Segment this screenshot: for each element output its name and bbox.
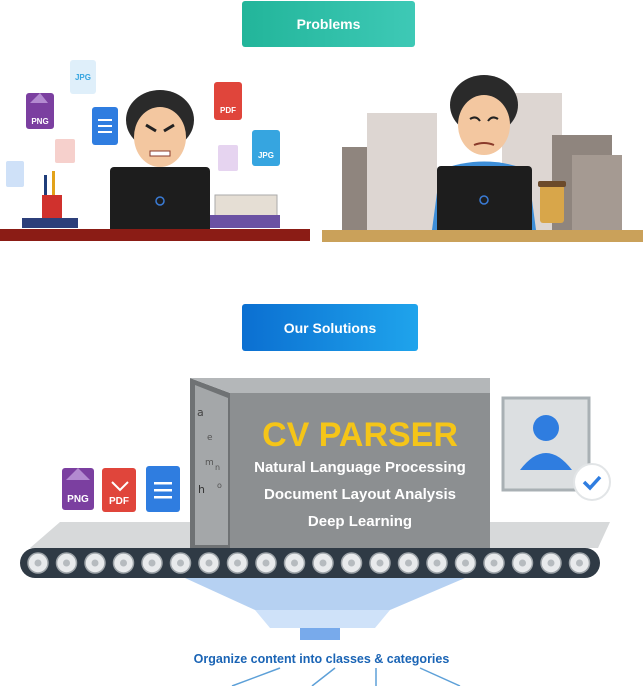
conveyor-roller-hub (576, 559, 583, 567)
png-file-icon: PNG (62, 468, 94, 510)
machine-top (190, 378, 490, 393)
parser-title: CV PARSER (262, 416, 458, 454)
conveyor-roller-hub (234, 559, 241, 567)
tired-person-illustration (322, 75, 643, 242)
books-stack (22, 218, 78, 228)
svg-text:PNG: PNG (67, 494, 89, 505)
svg-text:PDF: PDF (220, 106, 236, 115)
conveyor-roller-hub (120, 559, 127, 567)
conveyor-roller-hub (262, 559, 270, 567)
frustrated-person-illustration: PNG JPG PDF JPG (0, 60, 310, 241)
conveyor-roller-hub (433, 559, 441, 567)
side-letter: o (217, 481, 222, 490)
machine-opening (195, 385, 228, 545)
conveyor-rollers (27, 552, 591, 574)
output-lines (231, 667, 461, 686)
problems-header: Problems (242, 1, 415, 47)
conveyor-roller-hub (291, 559, 298, 567)
conveyor-roller-hub (519, 559, 526, 567)
parser-line-layout: Document Layout Analysis (264, 486, 456, 503)
svg-text:PNG: PNG (31, 117, 48, 126)
document-icon (92, 107, 118, 145)
machine-front (230, 393, 490, 548)
conveyor-roller-hub (462, 559, 469, 567)
binder (210, 215, 280, 228)
conveyor-roller-hub (63, 559, 70, 567)
conveyor-roller-hub (490, 559, 498, 567)
jpg-file-icon-right: JPG (252, 130, 280, 166)
organize-content-caption: Organize content into classes & categori… (193, 652, 450, 666)
side-letter: e (207, 433, 213, 443)
face (458, 95, 510, 155)
conveyor-roller-hub (148, 559, 156, 567)
png-file-icon: PNG (26, 93, 54, 129)
desk (0, 229, 310, 241)
coffee-cup-icon (538, 181, 566, 223)
conveyor-roller-hub (205, 559, 213, 567)
svg-text:PDF: PDF (109, 496, 129, 507)
gritted-teeth (149, 150, 171, 157)
conveyor-roller-hub (547, 559, 555, 567)
side-letter: h (198, 483, 205, 496)
frown (473, 142, 495, 146)
jpg-file-icon: JPG (70, 60, 96, 94)
conveyor-roller-hub (91, 559, 99, 567)
conveyor-roller-hub (34, 559, 42, 567)
angry-eyebrows (145, 123, 175, 133)
solutions-header: Our Solutions (242, 304, 418, 351)
pdf-file-icon: PDF (214, 82, 242, 120)
side-letter: m (205, 458, 214, 468)
pencil-cup (42, 195, 62, 221)
conveyor-roller-hub (177, 559, 184, 567)
laptop (110, 167, 210, 235)
funnel-spout (300, 628, 340, 640)
user-avatar-icon (533, 415, 559, 441)
laptop-logo (155, 196, 165, 206)
svg-text:JPG: JPG (258, 151, 274, 160)
pdf-file-icon-small (55, 139, 75, 163)
conveyor-roller-hub (376, 559, 384, 567)
conveyor-roller-hub (348, 559, 355, 567)
document-icon (146, 466, 180, 512)
funnel-neck (255, 610, 390, 628)
check-badge-icon (573, 463, 611, 501)
side-letter: a (197, 406, 204, 419)
parser-line-nlp: Natural Language Processing (254, 459, 466, 476)
png-file-icon-small (218, 145, 238, 171)
cv-parser-machine-diagram: a e m o h n CV PARSER Natural Language P… (20, 378, 611, 686)
pdf-file-icon: PDF (102, 468, 136, 512)
tired-eyes (469, 116, 499, 122)
laptop-logo (479, 195, 489, 205)
face (134, 107, 186, 167)
side-letter: n (215, 463, 220, 472)
conveyor-belt (20, 548, 600, 578)
conveyor-roller-hub (319, 559, 327, 567)
svg-text:JPG: JPG (75, 73, 91, 82)
conveyor-roller-hub (405, 559, 412, 567)
funnel (185, 578, 465, 610)
paper-stack (214, 194, 278, 218)
document-icon-small (6, 161, 24, 187)
desk (322, 230, 643, 242)
laptop (437, 166, 532, 234)
parser-line-dl: Deep Learning (308, 513, 412, 530)
